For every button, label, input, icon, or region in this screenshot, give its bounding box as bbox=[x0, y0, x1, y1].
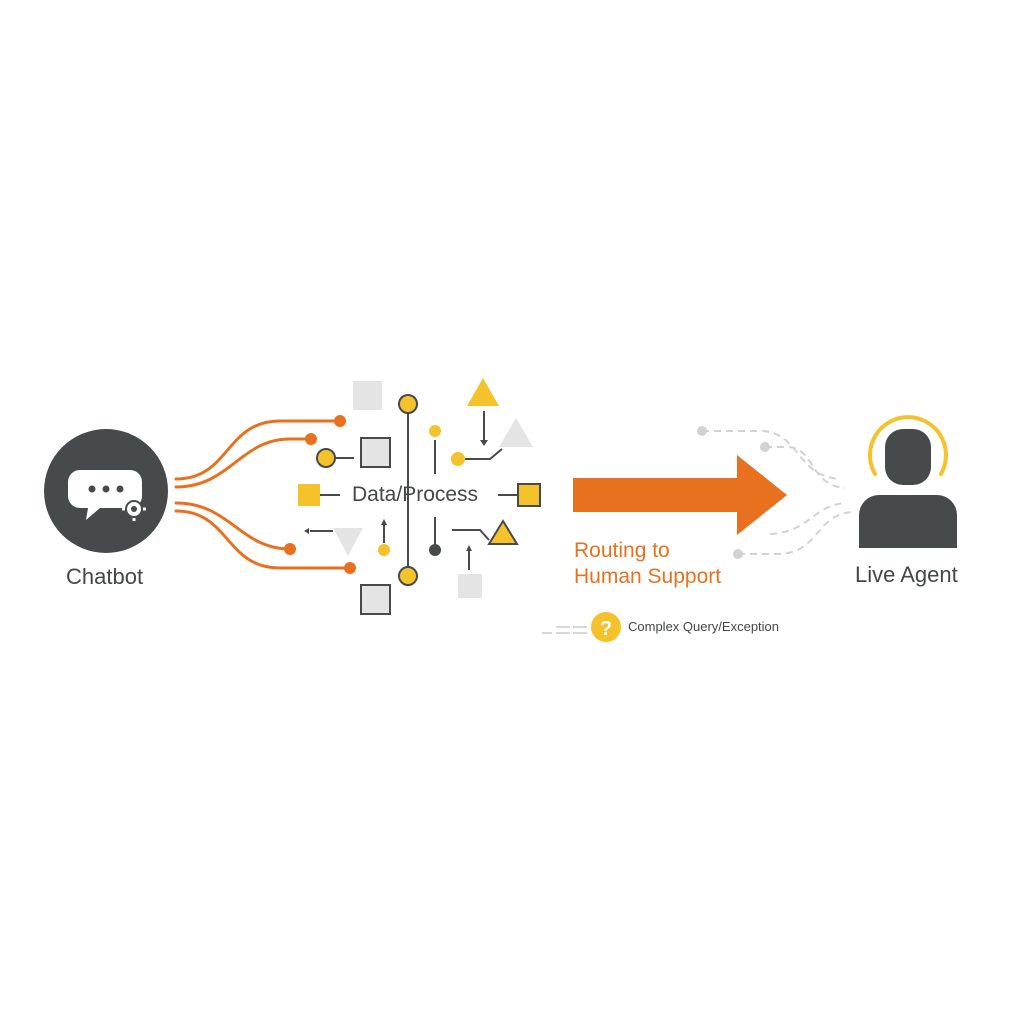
outline-square bbox=[360, 584, 391, 615]
svg-text:?: ? bbox=[600, 618, 612, 640]
chat-bubble-gear-icon bbox=[68, 470, 146, 521]
outline-square bbox=[360, 437, 391, 468]
routing-label-line1: Routing to bbox=[574, 539, 670, 562]
connector-line bbox=[174, 501, 292, 551]
connector-dot bbox=[344, 562, 356, 574]
yellow-node bbox=[398, 394, 418, 414]
process-cluster bbox=[298, 378, 541, 615]
chatbot-connectors bbox=[174, 419, 352, 570]
gray-triangle bbox=[499, 418, 533, 447]
gray-triangle bbox=[333, 528, 363, 556]
yellow-node bbox=[398, 566, 418, 586]
exception-label: Complex Query/Exception bbox=[628, 619, 780, 634]
connector-dot bbox=[334, 415, 346, 427]
exception-indicator: ? bbox=[542, 612, 621, 642]
chatbot-label: Chatbot bbox=[66, 564, 144, 589]
gray-square bbox=[458, 574, 482, 598]
connector-line bbox=[174, 419, 342, 481]
agent-dashed-lines bbox=[702, 430, 853, 555]
routing-label-line2: Human Support bbox=[574, 565, 722, 588]
yellow-dot bbox=[451, 452, 465, 466]
live-agent-label: Live Agent bbox=[855, 562, 958, 587]
dark-dot bbox=[429, 544, 441, 556]
process-label: Data/Process bbox=[352, 483, 479, 506]
connector-dot bbox=[305, 433, 317, 445]
connector-endpoints bbox=[284, 415, 356, 574]
routing-arrow bbox=[573, 455, 787, 535]
yellow-node bbox=[316, 448, 336, 468]
gray-square bbox=[353, 381, 382, 410]
chatbot-node bbox=[44, 429, 168, 553]
question-mark-icon bbox=[591, 612, 621, 642]
routing-label: Routing to Human Support bbox=[574, 538, 721, 590]
yellow-dot bbox=[378, 544, 390, 556]
connector-line bbox=[174, 437, 313, 489]
yellow-square bbox=[517, 483, 541, 507]
connector-line bbox=[174, 509, 352, 570]
yellow-triangle bbox=[487, 519, 519, 545]
dashed-line-endpoints bbox=[697, 426, 770, 559]
yellow-square bbox=[298, 484, 320, 506]
connector-dot bbox=[284, 543, 296, 555]
person-headset-icon bbox=[859, 415, 957, 548]
yellow-dot bbox=[429, 425, 441, 437]
yellow-triangle bbox=[467, 378, 499, 406]
